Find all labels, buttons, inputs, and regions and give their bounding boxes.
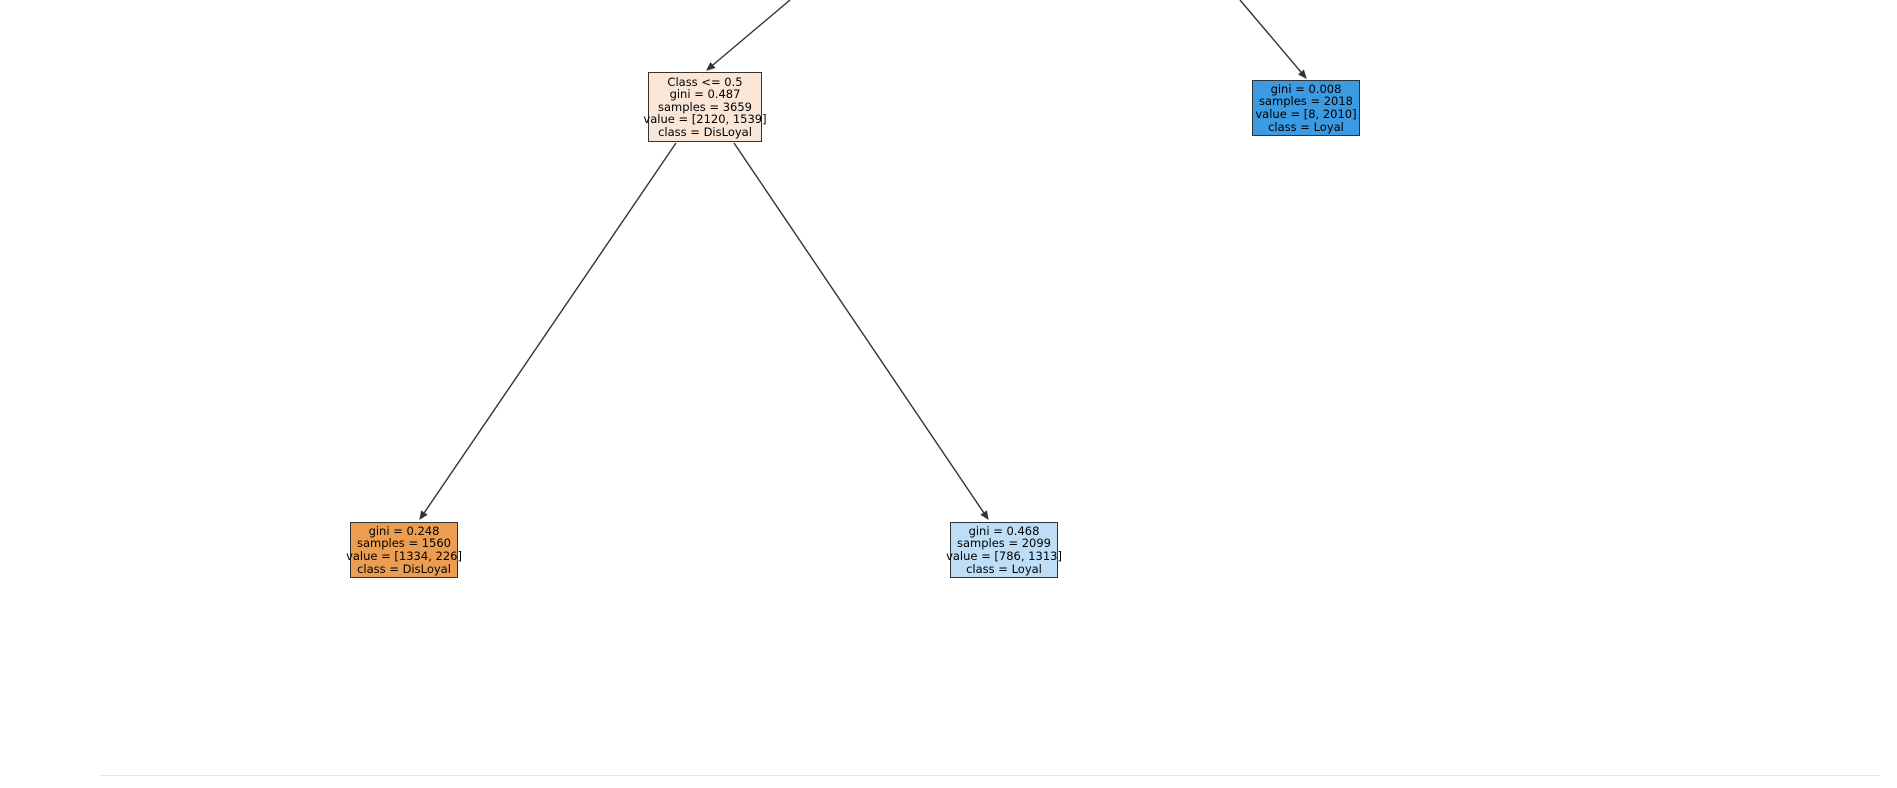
node-split-line-condition: Class <= 0.5 — [667, 74, 743, 89]
node-leaf-loyal-mixed-line-value: value = [786, 1313] — [946, 549, 1062, 563]
edge-into-leaf-loyal-pure — [1239, 0, 1307, 79]
node-split-line-gini: gini = 0.487 — [669, 87, 741, 102]
node-leaf-disloyal-line-value: value = [1334, 226] — [346, 549, 462, 563]
node-split-line-value: value = [2120, 1539] — [643, 112, 767, 127]
node-leaf-loyal-mixed-line-samples: samples = 2099 — [956, 536, 1052, 551]
node-leaf-loyal-pure-line-value: value = [8, 2010] — [1255, 107, 1357, 121]
node-leaf-loyal-mixed-line-gini: gini = 0.468 — [968, 523, 1040, 538]
tree-node-split-class[interactable]: Class <= 0.5 gini = 0.487 samples = 3659… — [643, 72, 767, 142]
edge-split-to-leaf-disloyal — [419, 142, 677, 520]
node-leaf-disloyal-line-class: class = DisLoyal — [357, 561, 451, 576]
bottom-divider — [100, 775, 1880, 776]
edge-into-split — [706, 0, 791, 71]
tree-node-leaf-loyal-pure[interactable]: gini = 0.008 samples = 2018 value = [8, … — [1252, 80, 1360, 136]
node-leaf-loyal-pure-line-samples: samples = 2018 — [1258, 94, 1354, 109]
node-leaf-disloyal-line-gini: gini = 0.248 — [368, 523, 440, 538]
tree-edges — [419, 0, 1307, 520]
node-leaf-loyal-pure-line-gini: gini = 0.008 — [1270, 81, 1342, 96]
tree-node-leaf-loyal-mixed[interactable]: gini = 0.468 samples = 2099 value = [786… — [946, 522, 1062, 578]
node-leaf-loyal-pure-line-class: class = Loyal — [1268, 119, 1344, 134]
node-split-line-class: class = DisLoyal — [658, 124, 752, 139]
edge-split-to-leaf-loyal-mixed — [733, 142, 989, 520]
node-leaf-disloyal-line-samples: samples = 1560 — [356, 536, 452, 551]
tree-node-leaf-disloyal[interactable]: gini = 0.248 samples = 1560 value = [133… — [346, 522, 462, 578]
node-split-line-samples: samples = 3659 — [657, 99, 753, 114]
node-leaf-loyal-mixed-line-class: class = Loyal — [966, 561, 1042, 576]
